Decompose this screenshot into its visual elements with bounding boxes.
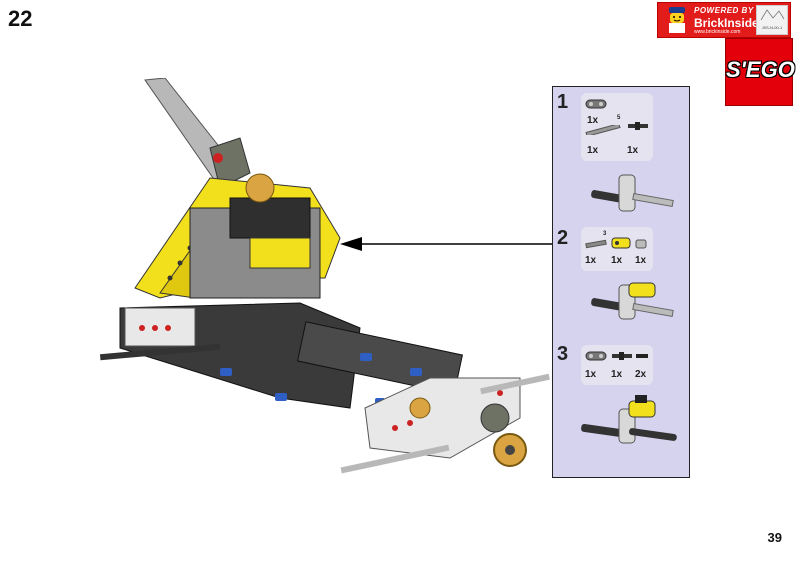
- callout-arrow: [340, 237, 555, 251]
- part-qty: 1x: [585, 255, 597, 266]
- part-qty: 1x: [611, 255, 623, 266]
- part-qty: 1x: [627, 145, 639, 156]
- substeps-panel: 1 1x 5 1x 1x 2 3: [552, 86, 690, 478]
- axle-pin-icon: [612, 352, 632, 360]
- substep-number: 3: [557, 343, 569, 365]
- brand-stamp: J0S-N-00-1: [756, 5, 788, 35]
- substep-3-result-icon: [581, 395, 677, 444]
- part-qty: 2x: [635, 369, 647, 380]
- axle-icon: [585, 239, 607, 249]
- substep-2-result-icon: [591, 282, 674, 320]
- substep-1-result-icon: [591, 174, 674, 212]
- parts-list: 1x 5 1x 1x: [581, 93, 653, 161]
- part-length: 5: [617, 115, 621, 121]
- page-number: 22: [8, 6, 33, 31]
- part-qty: 1x: [635, 255, 647, 266]
- substep-number: 2: [557, 227, 569, 249]
- axle-connector-icon: [585, 351, 607, 361]
- brand-url: www.brickinside.com: [694, 29, 741, 35]
- bush-icon: [635, 239, 647, 249]
- yellow-connector-icon: [611, 237, 631, 249]
- axle-icon: [585, 125, 621, 135]
- page-footer-number: 39: [767, 530, 782, 545]
- brand-name: BrickInside™: [694, 16, 765, 30]
- axle-connector-icon: [585, 99, 607, 109]
- model-assembly-illustration: [100, 78, 550, 474]
- part-qty: 1x: [587, 115, 599, 126]
- part-qty: 1x: [587, 145, 599, 156]
- part-qty: 1x: [585, 369, 597, 380]
- part-length: 3: [603, 231, 607, 237]
- minifig-avatar-icon: [669, 7, 685, 33]
- stamp-sketch-icon: [760, 9, 785, 21]
- parts-list: 3 1x 1x 1x: [581, 227, 653, 271]
- friction-pin-icon: [636, 354, 648, 358]
- brickinside-banner: POWERED BY BrickInside™ www.brickinside.…: [657, 2, 791, 38]
- brand-tagline: POWERED BY: [694, 6, 754, 15]
- parts-list: 1x 1x 2x: [581, 345, 653, 385]
- axle-pin-icon: [628, 122, 648, 130]
- substep-number: 1: [557, 91, 569, 113]
- sego-logo: S'EGO: [725, 38, 795, 106]
- part-qty: 1x: [611, 369, 623, 380]
